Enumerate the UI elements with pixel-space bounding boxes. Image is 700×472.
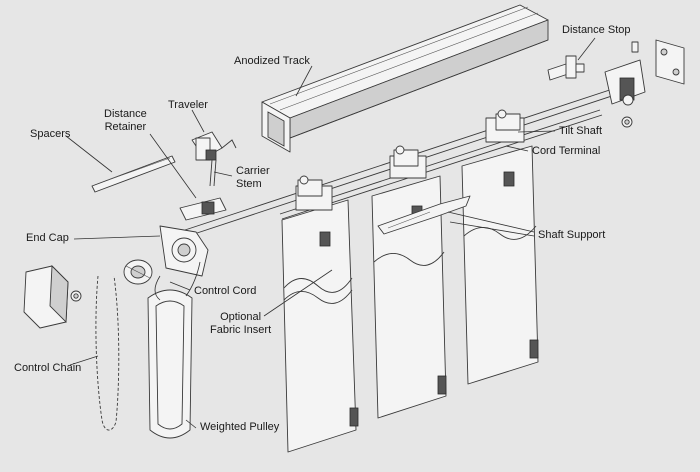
anodized-track (261, 4, 549, 153)
label-end-cap: End Cap (26, 232, 69, 244)
label-tilt-shaft: Tilt Shaft (559, 125, 602, 137)
label-weighted-pulley: Weighted Pulley (200, 421, 280, 433)
cord-gear (123, 259, 153, 285)
label-distance-stop: Distance Stop (562, 24, 631, 36)
right-end-mechanism (604, 39, 685, 128)
control-chain (95, 275, 120, 431)
vane-3 (461, 117, 539, 385)
label-traveler: Traveler (168, 99, 208, 111)
label-cord-terminal: Cord Terminal (532, 145, 601, 157)
weighted-pulley (147, 261, 201, 439)
label-spacers: Spacers (30, 128, 71, 140)
spacers (91, 155, 176, 193)
label-control-cord: Control Cord (194, 285, 257, 297)
label-distance-retainer: Distance Retainer (104, 108, 147, 133)
label-anodized-track: Anodized Track (234, 55, 310, 67)
traveler (191, 131, 237, 187)
label-carrier-stem: Carrier Stem (236, 165, 270, 190)
distance-retainer (179, 197, 227, 221)
label-control-chain: Control Chain (14, 362, 82, 374)
carriers (297, 109, 521, 197)
vane-1 (281, 185, 359, 453)
shaft-support (377, 195, 471, 235)
control-housing (23, 264, 82, 329)
vane-2 (371, 155, 447, 419)
label-optional-fabric-insert: Optional Fabric Insert (210, 311, 272, 336)
end-cap (159, 225, 209, 277)
distance-stop (547, 41, 639, 81)
leader-lines (65, 37, 596, 429)
label-shaft-support: Shaft Support (538, 229, 606, 241)
